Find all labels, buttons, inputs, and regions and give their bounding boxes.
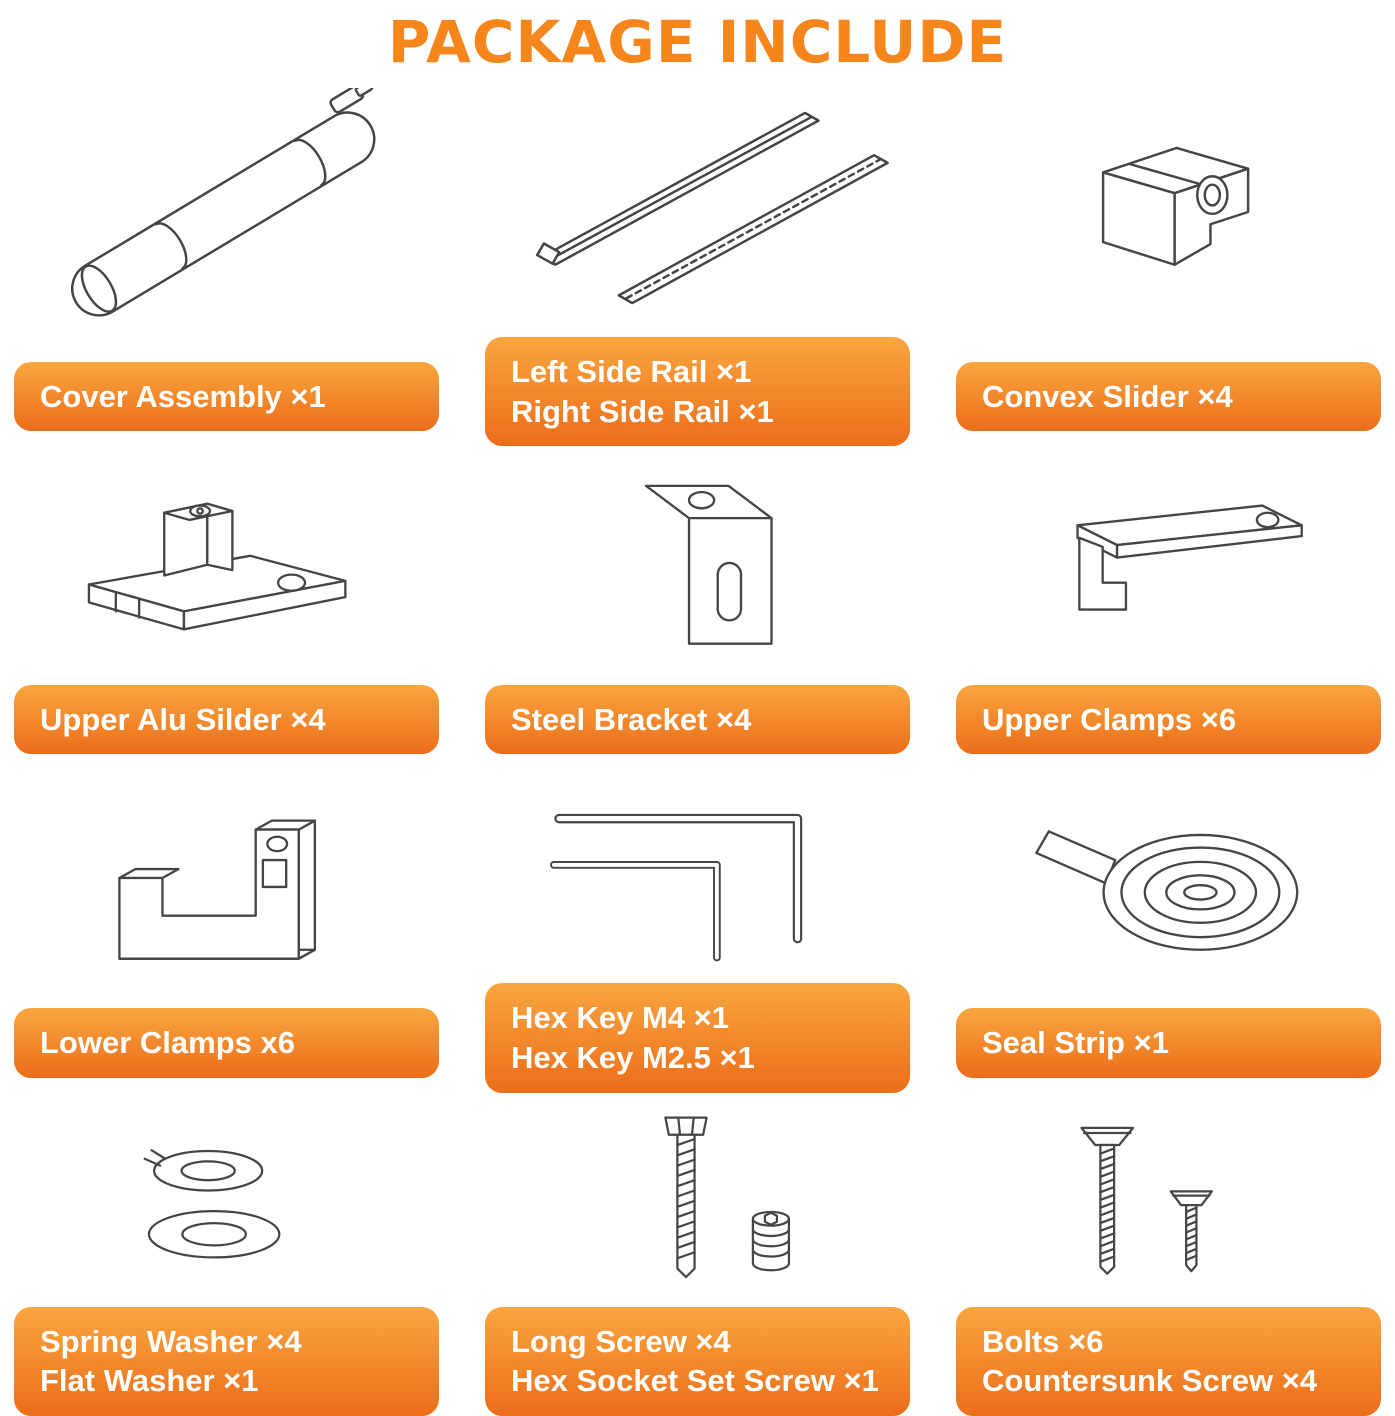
item-label-line: Upper Alu Silder ×4	[40, 701, 326, 737]
item-label-line: Lower Clamps x6	[40, 1024, 295, 1060]
item-upper-alu-slider: Upper Alu Silder ×4	[14, 446, 439, 769]
item-label-line: Spring Washer ×4	[40, 1323, 302, 1359]
cover-assembly-icon	[71, 88, 376, 317]
item-washers: Spring Washer ×4 Flat Washer ×1	[14, 1093, 439, 1416]
item-side-rails: Left Side Rail ×1 Right Side Rail ×1	[485, 78, 910, 447]
washers-icon	[143, 1148, 280, 1259]
item-label: Steel Bracket ×4	[485, 684, 910, 755]
seal-strip-illustration	[956, 770, 1381, 993]
item-bolts: Bolts ×6 Countersunk Screw ×4	[956, 1093, 1381, 1416]
item-seal-strip: Seal Strip ×1	[956, 770, 1381, 1093]
item-steel-bracket: Steel Bracket ×4	[485, 446, 910, 769]
convex-slider-icon	[1101, 146, 1249, 267]
item-screws: Long Screw ×4 Hex Socket Set Screw ×1	[485, 1093, 910, 1416]
item-convex-slider: Convex Slider ×4	[956, 78, 1381, 446]
hex-keys-icon	[549, 813, 802, 962]
upper-clamps-illustration	[956, 446, 1381, 669]
seal-strip-icon	[1034, 829, 1298, 951]
item-label: Convex Slider ×4	[956, 361, 1381, 432]
item-label-line: Long Screw ×4	[511, 1323, 731, 1359]
item-label: Hex Key M4 ×1 Hex Key M2.5 ×1	[485, 983, 910, 1093]
item-label: Spring Washer ×4 Flat Washer ×1	[14, 1306, 439, 1416]
upper-clamps-icon	[1075, 504, 1303, 612]
item-label: Bolts ×6 Countersunk Screw ×4	[956, 1306, 1381, 1416]
bolts-illustration	[956, 1093, 1381, 1307]
item-label-line: Right Side Rail ×1	[511, 393, 774, 429]
convex-slider-illustration	[956, 78, 1381, 346]
item-label: Upper Clamps ×6	[956, 684, 1381, 755]
item-label-line: Bolts ×6	[982, 1323, 1104, 1359]
item-label-line: Hex Socket Set Screw ×1	[511, 1363, 879, 1399]
item-label: Lower Clamps x6	[14, 1007, 439, 1078]
item-label: Long Screw ×4 Hex Socket Set Screw ×1	[485, 1306, 910, 1416]
item-label-line: Hex Key M4 ×1	[511, 1000, 729, 1036]
screws-icon	[663, 1116, 790, 1279]
item-label-line: Convex Slider ×4	[982, 378, 1233, 414]
page-title: PACKAGE INCLUDE	[387, 8, 1008, 76]
washers-illustration	[14, 1093, 439, 1307]
lower-clamps-illustration	[14, 770, 439, 993]
bolts-icon	[1079, 1126, 1213, 1275]
upper-alu-slider-icon	[87, 503, 347, 631]
item-label-line: Seal Strip ×1	[982, 1024, 1169, 1060]
item-label-line: Cover Assembly ×1	[40, 378, 326, 414]
item-label-line: Flat Washer ×1	[40, 1363, 259, 1399]
screws-illustration	[485, 1093, 910, 1307]
steel-bracket-illustration	[485, 446, 910, 669]
item-label: Seal Strip ×1	[956, 1007, 1381, 1078]
side-rails-icon	[535, 111, 889, 304]
hex-keys-illustration	[485, 770, 910, 984]
steel-bracket-icon	[644, 485, 773, 646]
item-cover-assembly: Cover Assembly ×1	[14, 78, 439, 446]
cover-assembly-illustration	[14, 78, 439, 346]
item-label: Left Side Rail ×1 Right Side Rail ×1	[485, 337, 910, 447]
item-upper-clamps: Upper Clamps ×6	[956, 446, 1381, 769]
item-label-line: Left Side Rail ×1	[511, 354, 752, 390]
item-lower-clamps: Lower Clamps x6	[14, 770, 439, 1093]
side-rails-illustration	[485, 78, 910, 337]
upper-alu-slider-illustration	[14, 446, 439, 669]
item-label-line: Upper Clamps ×6	[982, 701, 1237, 737]
item-label: Cover Assembly ×1	[14, 361, 439, 432]
item-hex-keys: Hex Key M4 ×1 Hex Key M2.5 ×1	[485, 770, 910, 1093]
item-label-line: Steel Bracket ×4	[511, 701, 752, 737]
items-grid: Cover Assembly ×1 Left Side Rail ×1 Rig	[14, 78, 1381, 1416]
item-label-line: Hex Key M2.5 ×1	[511, 1040, 755, 1076]
item-label: Upper Alu Silder ×4	[14, 684, 439, 755]
item-label-line: Countersunk Screw ×4	[982, 1363, 1318, 1399]
lower-clamps-icon	[117, 819, 316, 960]
